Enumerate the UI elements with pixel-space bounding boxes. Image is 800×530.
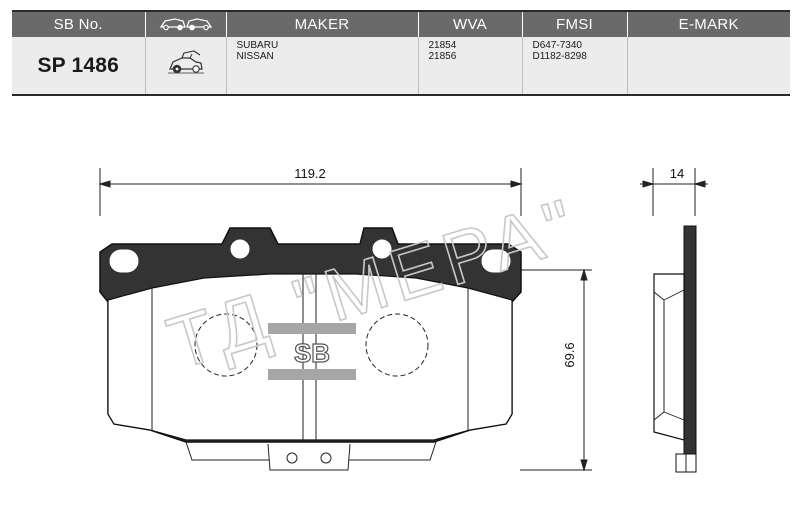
mounting-holes	[109, 239, 511, 273]
side-view	[653, 225, 697, 473]
table-header-row: SB No. MAKER WVA FMSI E-MARK	[12, 10, 790, 37]
center-slot	[302, 274, 317, 440]
part-number: SP 1486	[12, 37, 145, 96]
width-dimension-label: 119.2	[294, 166, 326, 181]
sb-logo: SB	[268, 323, 356, 380]
friction-material	[107, 273, 513, 441]
header-fmsi: FMSI	[521, 10, 627, 37]
header-sb-no: SB No.	[12, 10, 145, 37]
maker-list: SUBARU NISSAN	[225, 37, 418, 96]
wva-item: 21856	[428, 51, 457, 62]
piston-outline-right	[365, 313, 429, 377]
mounting-hole-ear-left	[230, 239, 250, 259]
brake-pad-drawing: 119.2 14 69.6	[98, 166, 708, 473]
thickness-dimension-label: 14	[670, 166, 684, 181]
height-dimension-label: 69.6	[562, 342, 577, 367]
mounting-hole-right	[481, 249, 511, 273]
piston-outline-left	[194, 313, 258, 377]
width-dimension	[98, 168, 523, 216]
height-dimension	[520, 268, 592, 472]
wva-list: 21854 21856	[417, 37, 522, 96]
table-row: SP 1486 SUBARU NISSAN 21854 21856	[12, 37, 790, 96]
header-wva: WVA	[417, 10, 522, 37]
mounting-hole-ear-right	[372, 239, 392, 259]
bottom-clip	[185, 441, 437, 471]
header-maker: MAKER	[225, 10, 418, 37]
sb-logo-text: SB	[294, 338, 330, 368]
side-view-backing-plate	[683, 225, 697, 455]
chamfer-lines	[151, 288, 469, 430]
car-axle-icon	[159, 17, 212, 30]
maker-item: SUBARU	[236, 40, 279, 51]
header-axle-icon-cell	[144, 10, 226, 37]
fmsi-item: D1182-8298	[532, 51, 587, 62]
spec-table: SB No. MAKER WVA FMSI E-MARK SP 14	[12, 10, 790, 96]
thickness-dimension	[640, 168, 708, 216]
side-view-friction	[653, 273, 685, 441]
emark-cell	[626, 37, 790, 96]
car-front-wheel-icon	[167, 50, 204, 74]
wva-item: 21854	[428, 40, 457, 51]
fmsi-item: D647-7340	[532, 40, 582, 51]
header-emark: E-MARK	[626, 10, 790, 37]
mounting-hole-left	[109, 249, 139, 273]
axle-position-cell	[144, 37, 226, 96]
fmsi-list: D647-7340 D1182-8298	[521, 37, 627, 96]
maker-item: NISSAN	[236, 51, 274, 62]
